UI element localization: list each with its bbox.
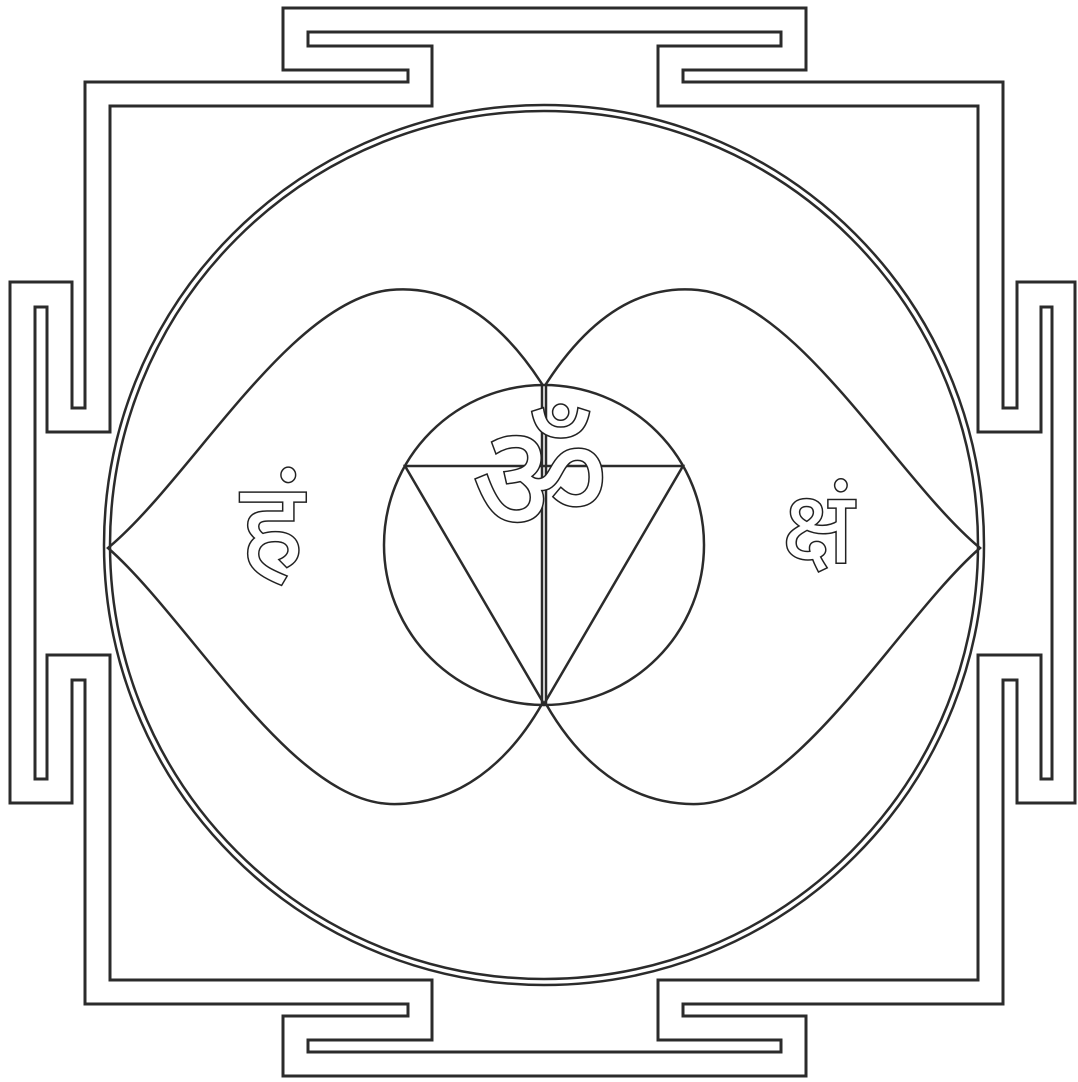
left-syllable-ham: हं (240, 458, 306, 597)
right-syllable-ksham: क्षं (782, 469, 856, 586)
center-syllable-om: ॐ (472, 393, 609, 567)
right-petal (546, 289, 980, 804)
